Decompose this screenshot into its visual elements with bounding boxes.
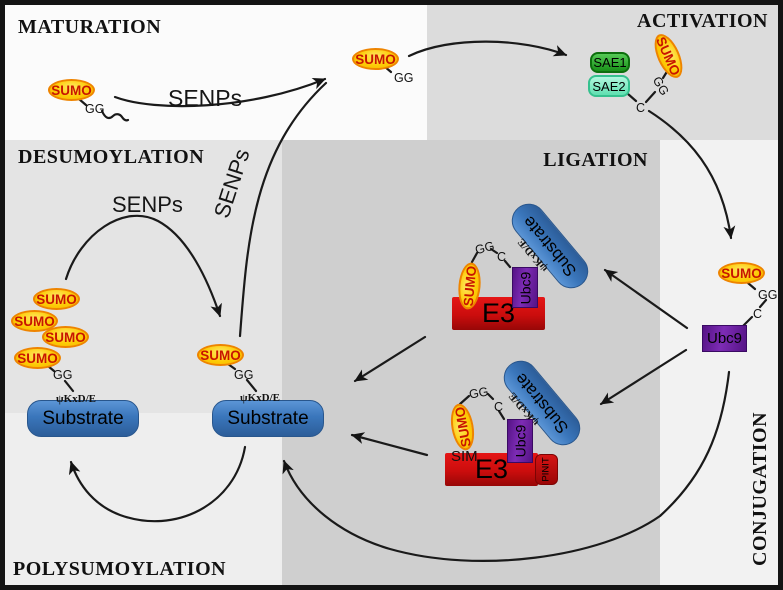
arrow-recycle-senps bbox=[238, 81, 328, 338]
link-c-gg-activation bbox=[644, 90, 657, 104]
polysumo-chain-2: SUMO bbox=[11, 310, 58, 332]
link-poly-gg-motif bbox=[63, 379, 75, 393]
polysumo-chain-4: SUMO bbox=[14, 347, 61, 369]
link-conj-c-ubc9 bbox=[741, 315, 754, 328]
c-conjugation: C bbox=[753, 307, 763, 321]
arrow-maturation-senps bbox=[113, 77, 327, 108]
link-sae2-c bbox=[626, 92, 638, 103]
sumo-label: SUMO bbox=[200, 347, 241, 363]
link-lig1-c-ubc9 bbox=[503, 259, 512, 269]
arrow-conjugation-to-substrate bbox=[282, 370, 731, 562]
substrate-label: Substrate bbox=[42, 407, 124, 429]
sumo-label: SUMO bbox=[721, 265, 762, 281]
sae2-label: SAE2 bbox=[592, 78, 626, 94]
link-lig2-sumo-gg bbox=[458, 394, 471, 406]
polysumo-chain-1: SUMO bbox=[33, 288, 80, 310]
gg-immature: GG bbox=[85, 102, 105, 116]
ubc9-label: Ubc9 bbox=[706, 330, 743, 347]
title-desumoylation: DESUMOYLATION bbox=[18, 146, 205, 168]
motif-substrate-right: ψKxD/E bbox=[240, 392, 280, 404]
pinit-domain: PINIT bbox=[535, 454, 558, 485]
title-polysumoylation: POLYSUMOYLATION bbox=[13, 558, 227, 580]
sumo-label: SUMO bbox=[51, 82, 92, 98]
motif-substrate-left: ψKxD/E bbox=[56, 393, 96, 405]
sumo-label: SUMO bbox=[36, 291, 77, 307]
pinit-label: PINIT bbox=[541, 457, 552, 482]
link-center-gg-motif bbox=[245, 378, 258, 393]
arrow-sumo-to-sae bbox=[407, 40, 568, 58]
arrows-layer bbox=[46, 40, 768, 562]
sumo-label: SUMO bbox=[460, 265, 479, 307]
c-activation: C bbox=[636, 101, 646, 115]
substrate-label: Substrate bbox=[227, 407, 309, 429]
sae2-box: SAE2 bbox=[588, 75, 630, 97]
substrate-left: Substrate bbox=[27, 400, 139, 437]
sim-domain-label: SIM bbox=[451, 448, 478, 465]
arrow-activation-to-conjugation bbox=[647, 109, 736, 240]
link-lig1-sumo-gg bbox=[470, 251, 479, 264]
sae1-box: SAE1 bbox=[590, 52, 630, 73]
ubc9-conjugation: Ubc9 bbox=[702, 325, 747, 352]
link-lig1-gg-c bbox=[489, 247, 499, 255]
c-ligation-2: C bbox=[494, 400, 504, 414]
sumo-free: SUMO bbox=[352, 48, 399, 70]
link-conj-gg-c bbox=[758, 298, 768, 309]
immature-tail-squiggle bbox=[100, 109, 130, 122]
title-maturation: MATURATION bbox=[18, 16, 162, 38]
link-lig2-c-ubc9 bbox=[497, 409, 506, 421]
arrow-desumoylation-senps bbox=[64, 214, 222, 318]
arrow-e3-1-to-substrate bbox=[353, 335, 427, 383]
title-conjugation: CONJUGATION bbox=[749, 412, 771, 566]
ubc9-label: Ubc9 bbox=[517, 271, 533, 304]
gg-free: GG bbox=[394, 71, 414, 85]
gg-conjugation: GG bbox=[758, 288, 778, 302]
sumo-immature: SUMO bbox=[48, 79, 95, 101]
sumo-on-substrate: SUMO bbox=[197, 344, 244, 366]
substrate-right: Substrate bbox=[212, 400, 324, 437]
title-activation: ACTIVATION bbox=[637, 10, 768, 32]
link-conj-sumo-gg bbox=[746, 281, 757, 291]
c-ligation-1: C bbox=[497, 250, 507, 264]
ubc9-ligation-2: Ubc9 bbox=[507, 419, 533, 463]
arrow-polysumoylation bbox=[68, 445, 247, 523]
label-senps-maturation: SENPs bbox=[168, 85, 243, 111]
sumo-label: SUMO bbox=[14, 313, 55, 329]
panel-conjugation bbox=[660, 140, 778, 585]
title-conjugation-text: CONJUGATION bbox=[749, 411, 771, 566]
sumo-label: SUMO bbox=[17, 350, 58, 366]
panel-polysumoylation bbox=[5, 413, 282, 585]
panel-maturation bbox=[5, 5, 427, 140]
title-ligation: LIGATION bbox=[543, 149, 648, 171]
ubc9-ligation-1: Ubc9 bbox=[512, 267, 538, 308]
arrow-ubc9-to-e3-2 bbox=[599, 348, 688, 406]
sae1-label: SAE1 bbox=[593, 55, 627, 70]
gg-center: GG bbox=[234, 368, 254, 382]
panel-ligation bbox=[282, 140, 660, 585]
polysumo-chain-3: SUMO bbox=[42, 326, 89, 348]
sumo-label: SUMO bbox=[45, 329, 86, 345]
sumo-conjugation: SUMO bbox=[718, 262, 765, 284]
e3-label: E3 bbox=[481, 298, 516, 328]
sumo-label: SUMO bbox=[355, 51, 396, 67]
link-lig2-gg-c bbox=[486, 392, 495, 401]
gg-polysumo: GG bbox=[53, 368, 73, 382]
arrow-ubc9-to-e3-1 bbox=[603, 268, 689, 330]
arrow-e3-2-to-substrate bbox=[350, 432, 429, 457]
label-senps-desumoylation: SENPs bbox=[112, 192, 183, 217]
ubc9-label: Ubc9 bbox=[512, 424, 528, 458]
e3-label: E3 bbox=[474, 454, 509, 484]
